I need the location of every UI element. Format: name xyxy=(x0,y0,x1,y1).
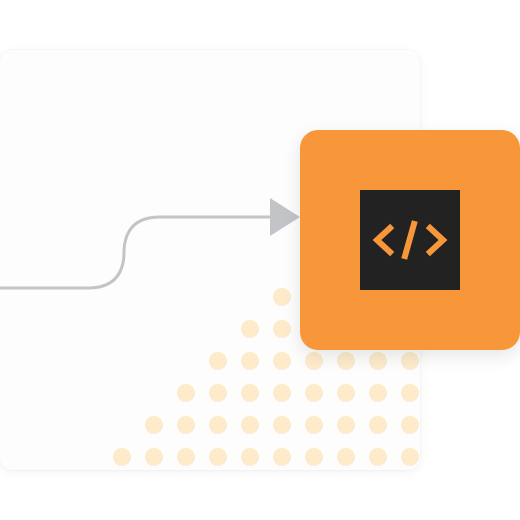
pattern-dot xyxy=(209,416,227,434)
pattern-dot xyxy=(241,384,259,402)
pattern-dot xyxy=(369,384,387,402)
pattern-dot xyxy=(241,448,259,466)
pattern-dot xyxy=(305,384,323,402)
connector-line xyxy=(0,215,274,290)
pattern-dot xyxy=(369,416,387,434)
pattern-dot xyxy=(241,352,259,370)
pattern-dot xyxy=(401,448,419,466)
pattern-dot xyxy=(305,352,323,370)
left-angle-bracket xyxy=(372,223,395,257)
pattern-dot xyxy=(337,448,355,466)
pattern-dot xyxy=(273,416,291,434)
pattern-dot xyxy=(113,448,131,466)
arrow-head-icon xyxy=(270,198,300,236)
pattern-dot xyxy=(273,352,291,370)
pattern-dot xyxy=(401,352,419,370)
pattern-dot xyxy=(177,384,195,402)
pattern-dot xyxy=(401,384,419,402)
pattern-dot xyxy=(369,352,387,370)
pattern-dot xyxy=(177,416,195,434)
pattern-dot xyxy=(273,384,291,402)
pattern-dot xyxy=(337,352,355,370)
pattern-dot xyxy=(209,448,227,466)
pattern-dot xyxy=(241,320,259,338)
slash xyxy=(401,220,418,260)
code-node[interactable] xyxy=(300,130,520,350)
pattern-dot xyxy=(209,384,227,402)
pattern-dot xyxy=(177,448,195,466)
pattern-dot xyxy=(273,448,291,466)
pattern-dot xyxy=(145,448,163,466)
pattern-dot xyxy=(369,448,387,466)
code-brackets-icon xyxy=(360,190,460,290)
pattern-dot xyxy=(273,288,291,306)
pattern-dot xyxy=(305,448,323,466)
pattern-dot xyxy=(337,416,355,434)
pattern-dot xyxy=(305,416,323,434)
pattern-dot xyxy=(401,416,419,434)
right-angle-bracket xyxy=(425,223,448,257)
pattern-dot xyxy=(273,320,291,338)
pattern-dot xyxy=(209,352,227,370)
pattern-dot xyxy=(241,416,259,434)
pattern-dot xyxy=(337,384,355,402)
pattern-dot xyxy=(145,416,163,434)
